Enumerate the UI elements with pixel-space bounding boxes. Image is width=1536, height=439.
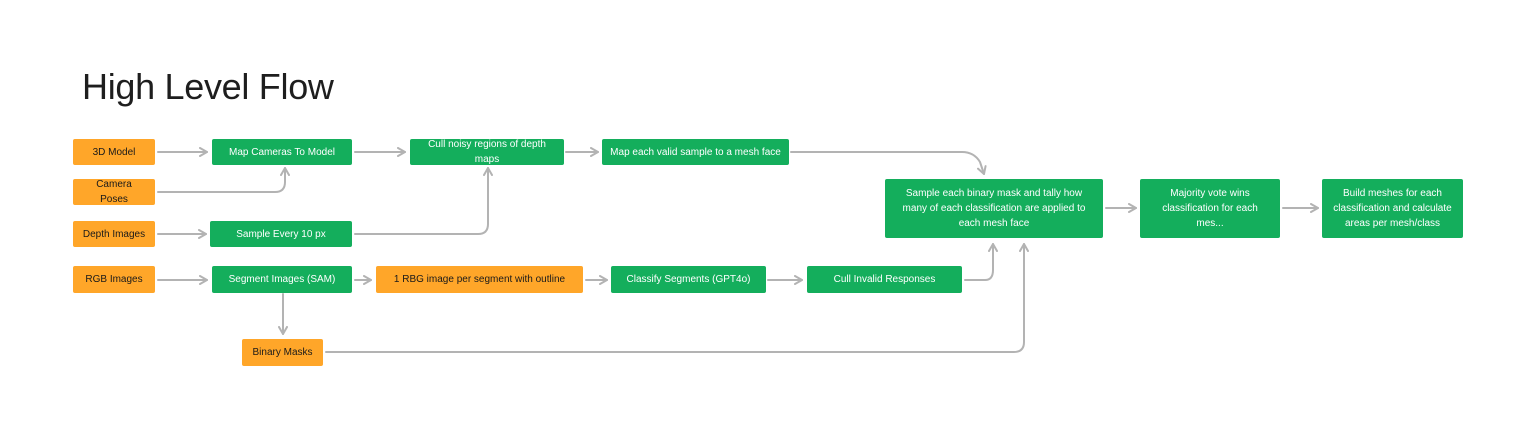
node-label: Segment Images (SAM) xyxy=(228,274,336,285)
node-label: Sample Every 10 px xyxy=(236,228,326,240)
node-sample-every-10px[interactable]: Sample Every 10 px xyxy=(210,221,352,247)
node-segment-images[interactable]: Segment Images (SAM) xyxy=(212,266,352,293)
node-sample-binary-mask[interactable]: Sample each binary mask and tally how ma… xyxy=(885,179,1103,238)
node-label: Classify Segments (GPT4o) xyxy=(626,274,751,285)
node-map-cameras-to-model[interactable]: Map Cameras To Model xyxy=(212,139,352,165)
node-majority-vote[interactable]: Majority vote wins classification for ea… xyxy=(1140,179,1280,238)
edge-cull-invalid-to-sample-binary xyxy=(964,243,998,281)
page-title: High Level Flow xyxy=(82,66,334,107)
node-label: Cull Invalid Responses xyxy=(833,274,936,285)
node-label: Depth Images xyxy=(82,228,146,240)
node-label: Build meshes for each classification and… xyxy=(1333,188,1452,229)
node-rbg-image-per-segment[interactable]: 1 RBG image per segment with outline xyxy=(376,266,583,293)
node-rgb-images[interactable]: RGB Images xyxy=(73,266,155,293)
edge-map-valid-to-sample-binary xyxy=(790,151,987,175)
node-cull-noisy-regions[interactable]: Cull noisy regions of depth maps xyxy=(410,139,564,165)
node-label: Majority vote wins classification for ea… xyxy=(1162,188,1258,229)
edge-camera-poses-to-map-cameras xyxy=(157,167,290,193)
node-label: 3D Model xyxy=(92,146,136,158)
node-label: Map Cameras To Model xyxy=(229,146,335,158)
node-depth-images[interactable]: Depth Images xyxy=(73,221,155,247)
node-label: Camera Poses xyxy=(96,179,132,205)
node-binary-masks[interactable]: Binary Masks xyxy=(242,339,323,366)
node-label: RGB Images xyxy=(85,274,143,285)
node-map-valid-sample[interactable]: Map each valid sample to a mesh face xyxy=(602,139,789,165)
node-label: Cull noisy regions of depth maps xyxy=(428,139,546,165)
node-3d-model[interactable]: 3D Model xyxy=(73,139,155,165)
node-cull-invalid-responses[interactable]: Cull Invalid Responses xyxy=(807,266,962,293)
node-camera-poses[interactable]: Camera Poses xyxy=(73,179,155,205)
node-label: Sample each binary mask and tally how ma… xyxy=(902,188,1086,229)
node-label: Map each valid sample to a mesh face xyxy=(610,146,781,158)
edge-binary-masks-to-sample-binary xyxy=(325,243,1029,353)
node-label: 1 RBG image per segment with outline xyxy=(393,274,566,285)
node-label: Binary Masks xyxy=(252,347,313,358)
edge-sample-every-to-cull-noisy xyxy=(354,167,493,235)
node-build-meshes[interactable]: Build meshes for each classification and… xyxy=(1322,179,1463,238)
node-classify-segments[interactable]: Classify Segments (GPT4o) xyxy=(611,266,766,293)
